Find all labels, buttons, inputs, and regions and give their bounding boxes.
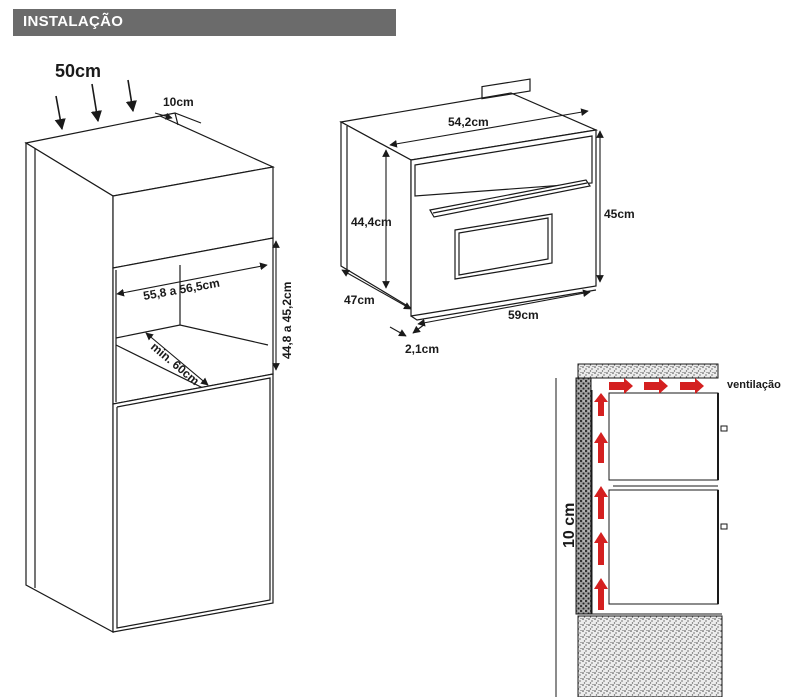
cabinet-gap-label: 10cm [163, 95, 194, 109]
oven-inner-height-label: 44,4cm [351, 215, 392, 229]
ventilation-label: ventilação [727, 379, 781, 391]
ventilation-gap-label: 10 cm [561, 503, 578, 548]
niche-height-label: 44,8 a 45,2cm [280, 282, 294, 359]
oven-width-label: 59cm [508, 308, 539, 322]
oven-front-label: 2,1cm [405, 342, 439, 356]
oven-dimensions [341, 108, 604, 337]
oven-top-width-label: 54,2cm [448, 115, 489, 129]
tall-cabinet [24, 112, 276, 634]
ventilation-arrows [594, 378, 704, 610]
section-header: INSTALAÇÃO [13, 9, 396, 36]
section-title: INSTALAÇÃO [23, 13, 124, 30]
ventilation-section [555, 363, 728, 697]
oven-total-height-label: 45cm [604, 207, 635, 221]
cabinet-depth-label: 50cm [55, 61, 101, 81]
oven-depth-label: 47cm [344, 293, 375, 307]
cabinet-dimensions [54, 79, 280, 386]
